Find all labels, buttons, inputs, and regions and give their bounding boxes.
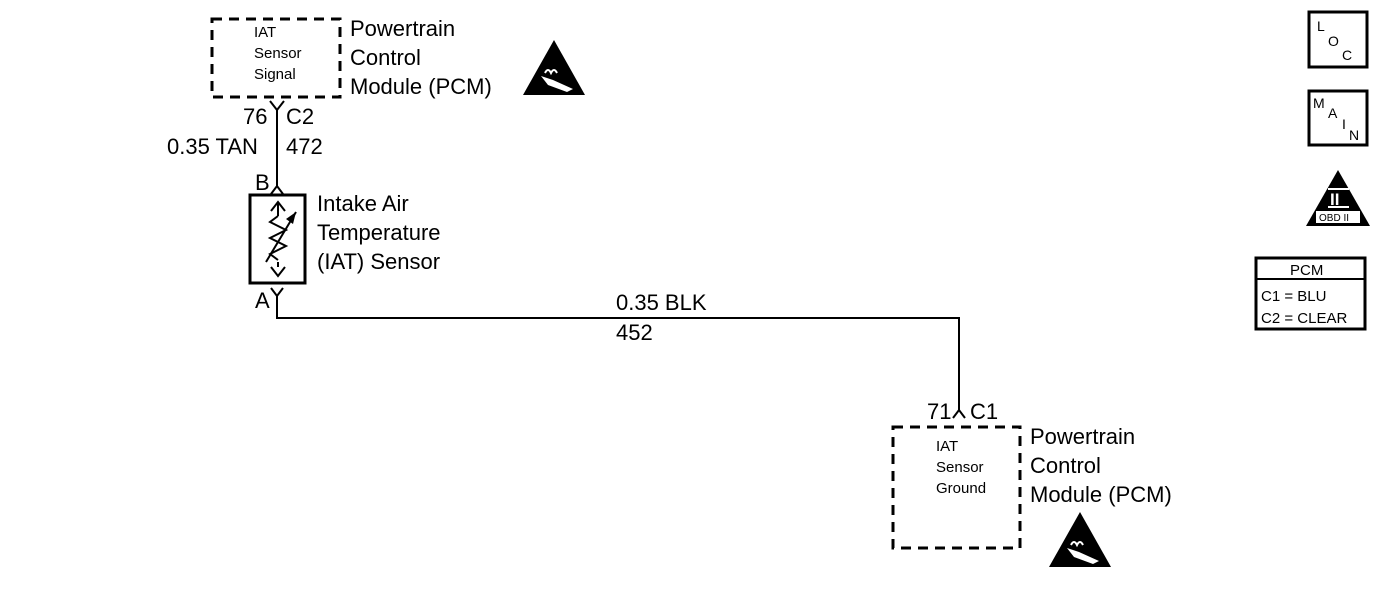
wire-bottom-circuit: 452: [616, 320, 653, 345]
loc-letter-o: O: [1328, 33, 1339, 49]
main-button[interactable]: M A I N: [1307, 89, 1369, 147]
main-letter-m: M: [1313, 95, 1325, 111]
wire-top-gauge-color: 0.35 TAN: [167, 134, 258, 159]
loc-letter-c: C: [1342, 47, 1352, 63]
obd-ii-icon[interactable]: II OBD II: [1306, 170, 1370, 226]
pcm-top-pin: 76: [243, 104, 267, 129]
pcm-top-box-line-1: IAT: [254, 24, 276, 41]
pcm-bottom-box-line-2: Sensor: [936, 459, 984, 476]
sensor-terminal-b: B: [255, 170, 270, 195]
sensor-terminal-a: A: [255, 288, 270, 313]
loc-letter-l: L: [1317, 18, 1325, 34]
connector-c2: 76 C2: [243, 100, 314, 129]
thermistor-icon: [265, 200, 297, 278]
sensor-label-line-2: Temperature: [317, 220, 441, 245]
pcm-bottom-box-line-3: Ground: [936, 480, 986, 497]
loc-button[interactable]: L O C: [1307, 10, 1369, 69]
esd-warning-icon: [1049, 512, 1111, 567]
wire-top-circuit: 472: [286, 134, 323, 159]
wire-bottom-gauge-color: 0.35 BLK: [616, 290, 707, 315]
sensor-label-line-3: (IAT) Sensor: [317, 249, 440, 274]
pcm-bottom-box-line-1: IAT: [936, 438, 958, 455]
pcm-connector-table: PCM C1 = BLU C2 = CLEAR: [1254, 256, 1367, 331]
pcm-top-label-line-2: Control: [350, 45, 421, 70]
sensor-box: [248, 193, 307, 285]
pcm-bottom-label-line-1: Powertrain: [1030, 424, 1135, 449]
pcm-bottom-dashed-box: [891, 425, 1022, 550]
pcm-bottom-pin: 71: [927, 399, 951, 424]
wire-452: [276, 296, 960, 410]
pcm-top-connector: C2: [286, 104, 314, 129]
pcm-bottom-connector: C1: [970, 399, 998, 424]
obd-label: OBD II: [1319, 213, 1349, 224]
main-letter-i: I: [1342, 116, 1346, 132]
pcm-bottom-label-line-2: Control: [1030, 453, 1101, 478]
connector-c1: 71 C1: [927, 399, 998, 424]
pcm-table-row-c2: C2 = CLEAR: [1261, 310, 1347, 327]
pcm-top-box-line-2: Sensor: [254, 45, 302, 62]
iat-sensor: B A Intake Air Temperature (IAT) Sensor: [248, 170, 441, 313]
pcm-bottom: IAT Sensor Ground Powertrain Control Mod…: [891, 424, 1172, 567]
main-letter-n: N: [1349, 127, 1359, 143]
pcm-top: IAT Sensor Signal Powertrain Control Mod…: [210, 16, 585, 99]
pcm-table-header: PCM: [1290, 262, 1323, 279]
main-letter-a: A: [1328, 105, 1338, 121]
obd-symbol: II: [1330, 190, 1339, 209]
esd-warning-icon: [523, 40, 585, 95]
pcm-top-box-line-3: Signal: [254, 66, 296, 83]
pcm-top-label-line-1: Powertrain: [350, 16, 455, 41]
pcm-table-row-c1: C1 = BLU: [1261, 288, 1326, 305]
pcm-top-label-line-3: Module (PCM): [350, 74, 492, 99]
pcm-bottom-label-line-3: Module (PCM): [1030, 482, 1172, 507]
sensor-label-line-1: Intake Air: [317, 191, 409, 216]
